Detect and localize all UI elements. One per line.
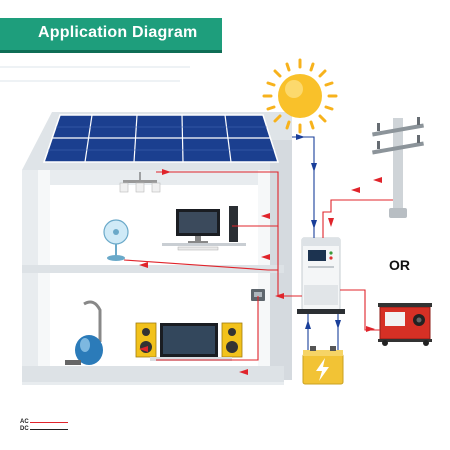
dc-arrow — [311, 220, 317, 229]
ac-arrows — [139, 169, 382, 375]
ac-arrow — [351, 187, 360, 193]
legend-ac-line — [30, 422, 68, 423]
utility-pole-icon — [372, 117, 424, 218]
faint-decor-line — [0, 66, 190, 68]
room-upper — [50, 185, 258, 267]
or-label: OR — [389, 257, 410, 273]
television-icon — [150, 323, 232, 361]
ac-arrow — [261, 254, 270, 260]
ac-arrow — [373, 177, 382, 183]
legend-dc-line — [30, 429, 68, 430]
ac-arrow — [139, 346, 148, 352]
title-banner — [0, 18, 222, 50]
dc-arrows — [296, 134, 341, 329]
ceiling-lamp-icon — [119, 172, 161, 193]
house-base — [22, 366, 284, 382]
ac-wire-lamp-computer — [156, 171, 279, 227]
ac-arrow — [328, 218, 334, 227]
ac-arrow — [239, 369, 248, 375]
house-pillar-left — [38, 170, 50, 380]
faint-decor-line — [0, 80, 180, 82]
ac-wire-grid — [322, 199, 393, 238]
battery-icon — [302, 346, 344, 385]
ac-arrow — [162, 169, 171, 175]
dc-arrow — [311, 163, 317, 172]
legend-dc-label: DC — [20, 426, 29, 432]
dc-wire-solar-inverter — [292, 136, 315, 238]
inverter-icon — [297, 237, 345, 314]
computer-icon — [162, 206, 246, 251]
page-title: Application Diagram — [38, 24, 198, 41]
house-pillar-right — [258, 170, 270, 380]
ac-wiring — [123, 171, 393, 361]
fan-icon — [103, 219, 129, 261]
dc-arrow — [335, 320, 341, 329]
title-banner-stripe — [0, 50, 222, 53]
ac-arrow — [366, 326, 375, 332]
electric-meter-icon — [251, 289, 265, 301]
ac-arrow — [275, 293, 284, 299]
ac-wire-lower-room — [156, 296, 259, 361]
speaker-icon — [135, 322, 243, 358]
house-side-wall — [270, 140, 292, 380]
sun-icon — [262, 58, 338, 134]
ac-arrow — [261, 213, 270, 219]
vacuum-cleaner-icon — [65, 300, 103, 365]
generator-icon — [378, 303, 432, 346]
floor-divider — [22, 265, 284, 273]
legend-ac-label: AC — [20, 419, 29, 425]
dc-arrow — [296, 134, 305, 140]
solar-panel-icon — [42, 114, 280, 163]
dc-arrow — [305, 320, 311, 329]
ac-arrow — [139, 262, 148, 268]
ac-wire-generator — [340, 289, 380, 331]
